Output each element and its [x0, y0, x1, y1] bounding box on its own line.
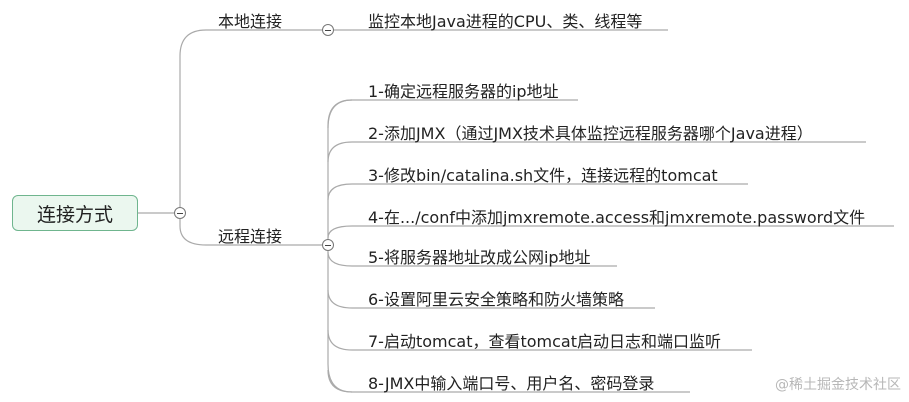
- leaf-remote-5[interactable]: 5-将服务器地址改成公网ip地址: [368, 248, 591, 267]
- remote-trunk-up: [327, 99, 353, 239]
- leaf-remote-2[interactable]: 2-添加JMX（通过JMX技术具体监控远程服务器哪个Java进程）: [368, 124, 813, 143]
- leaf-connector-remote-5: [327, 251, 617, 267]
- root-collapse-toggle[interactable]: [174, 207, 186, 219]
- leaf-remote-1[interactable]: 1-确定远程服务器的ip地址: [368, 82, 559, 101]
- branch-remote-collapse-toggle[interactable]: [322, 239, 334, 251]
- leaf-connector-remote-7: [327, 329, 752, 351]
- leaf-remote-6[interactable]: 6-设置阿里云安全策略和防火墙策略: [368, 290, 624, 309]
- branch-connector-remote: [179, 219, 322, 246]
- watermark: @稀土掘金技术社区: [775, 377, 901, 393]
- leaf-remote-4[interactable]: 4-在.../conf中添加jmxremote.access和jmxremote…: [368, 208, 866, 227]
- root-label: 连接方式: [36, 203, 113, 226]
- leaf-remote-3[interactable]: 3-修改bin/catalina.sh文件，连接远程的tomcat: [368, 166, 718, 185]
- leaf-connector-remote-3: [327, 183, 748, 201]
- leaf-connector-remote-1: [327, 99, 578, 129]
- branch-connector-local: [179, 29, 322, 207]
- branch-local[interactable]: 本地连接: [218, 12, 283, 31]
- branch-remote[interactable]: 远程连接: [218, 227, 283, 246]
- branch-local-collapse-toggle[interactable]: [322, 24, 334, 36]
- leaf-connector-remote-6: [327, 289, 655, 309]
- root-node[interactable]: 连接方式: [12, 195, 138, 231]
- leaf-remote-8[interactable]: 8-JMX中输入端口号、用户名、密码登录: [368, 374, 655, 393]
- leaf-local-1[interactable]: 监控本地Java进程的CPU、类、线程等: [368, 12, 643, 31]
- leaf-connector-remote-4: [327, 225, 894, 239]
- leaf-remote-7[interactable]: 7-启动tomcat，查看tomcat启动日志和端口监听: [368, 332, 722, 351]
- leaf-connector-remote-8: [327, 369, 690, 393]
- leaf-connector-remote-2: [327, 141, 866, 163]
- remote-trunk-down: [327, 251, 353, 393]
